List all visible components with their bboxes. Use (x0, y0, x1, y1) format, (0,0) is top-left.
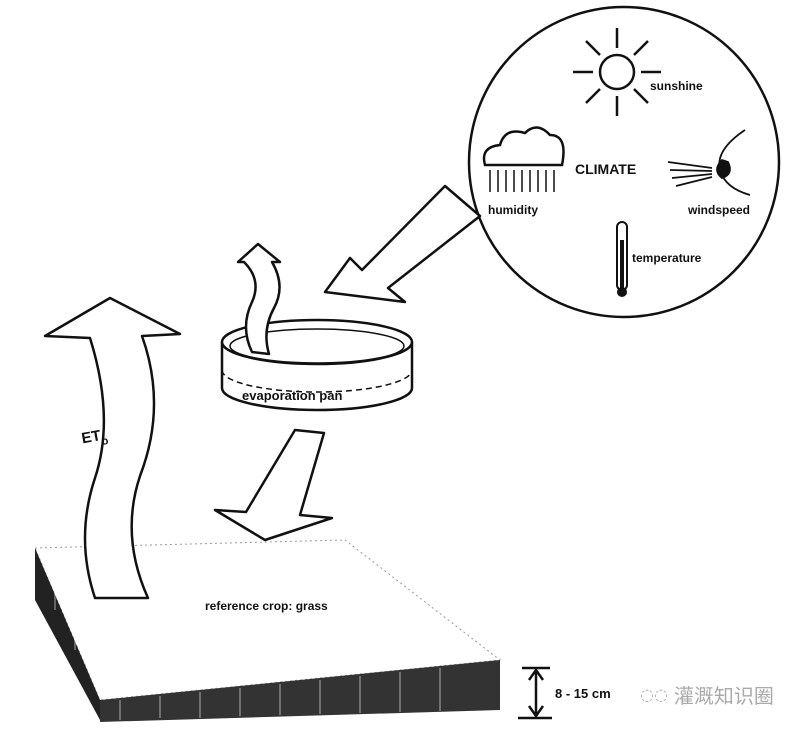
grass-label: reference crop: grass (205, 599, 328, 613)
climate-title: CLIMATE (575, 161, 636, 177)
watermark-text: 灌溉知识圈 (673, 684, 774, 708)
eto-label: ETo (80, 426, 109, 451)
pan-to-grass-arrow (213, 428, 334, 542)
height-measure (518, 666, 552, 720)
rain-cloud-icon (482, 126, 565, 192)
temperature-label: temperature (632, 251, 702, 265)
grass-field: reference crop: grass (34, 539, 502, 722)
thermometer-icon (616, 221, 628, 297)
climate-circle: CLIMATE (467, 5, 781, 319)
wind-icon (667, 129, 751, 196)
pan-label: evaporation pan (242, 388, 342, 403)
watermark: ◌◌ 灌溉知识圈 (640, 680, 774, 709)
humidity-label: humidity (488, 203, 538, 217)
wechat-icon: ◌◌ (640, 685, 668, 704)
sun-icon (573, 28, 661, 116)
climate-to-pan-arrow (323, 184, 482, 304)
height-label: 8 - 15 cm (555, 686, 611, 701)
sunshine-label: sunshine (650, 79, 703, 93)
windspeed-label: windspeed (687, 203, 750, 217)
evaporation-pan: evaporation pan (220, 318, 414, 412)
eto-arrow (43, 296, 182, 600)
pan-evaporation-arrow (236, 242, 282, 356)
